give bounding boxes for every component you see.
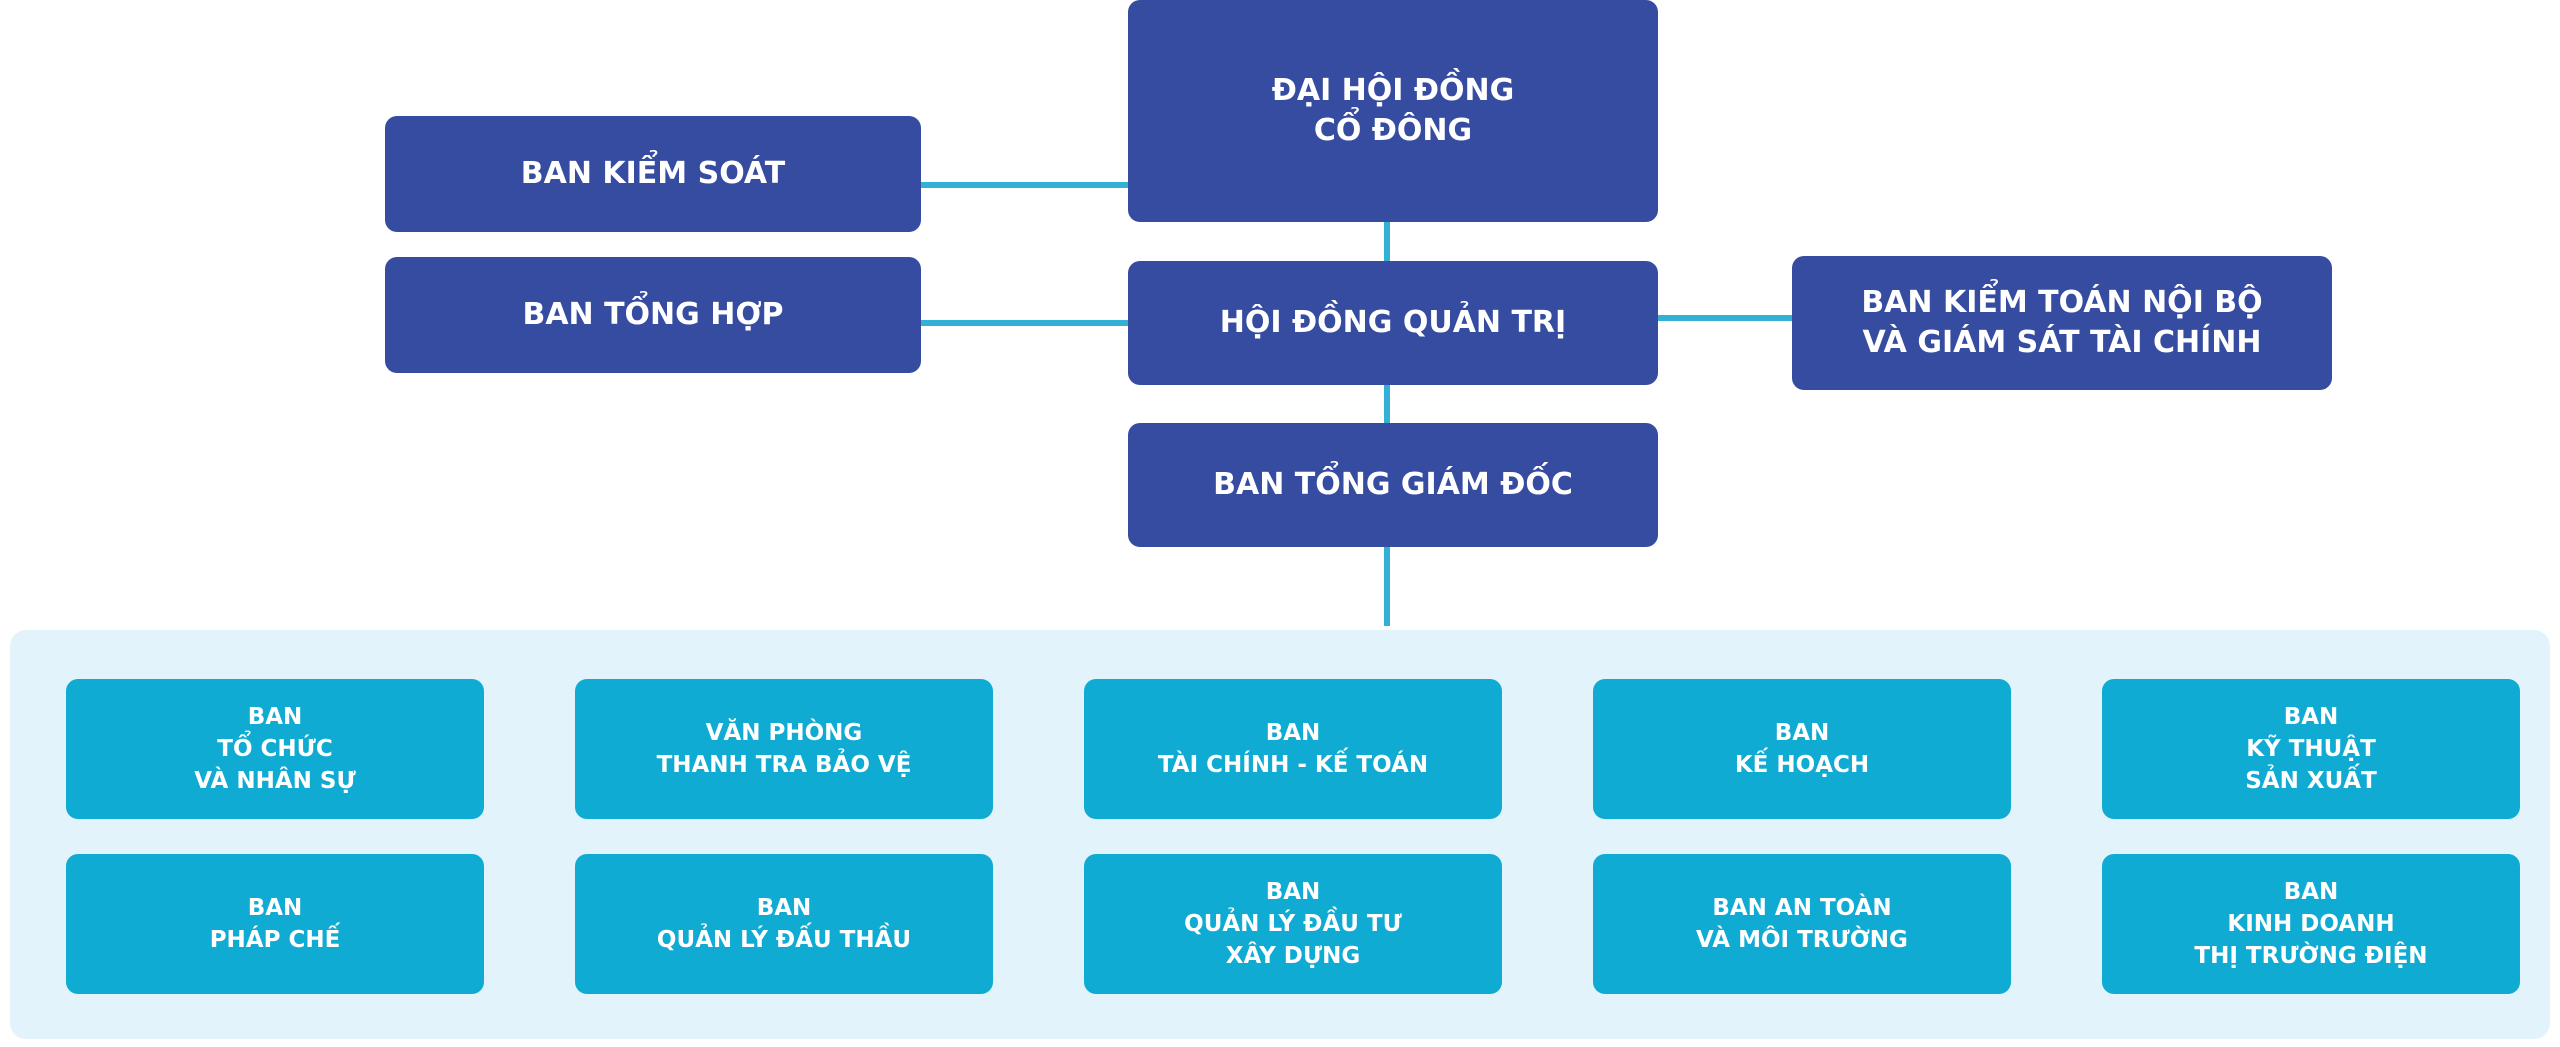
department-box-investment: BAN QUẢN LÝ ĐẦU TƯ XÂY DỰNG [1084,854,1502,994]
department-label: BAN AN TOÀN VÀ MÔI TRƯỜNG [1696,895,1908,953]
department-box-inspection: VĂN PHÒNG THANH TRA BẢO VỆ [575,679,993,819]
department-box-electricity-market: BAN KINH DOANH THỊ TRƯỜNG ĐIỆN [2102,854,2520,994]
department-label: BAN QUẢN LÝ ĐẦU TƯ XÂY DỰNG [1184,879,1402,969]
department-label: BAN KẾ HOẠCH [1734,720,1870,778]
supervisory-board-label: BAN KIỂM SOÁT [520,156,786,191]
general-affairs-label: BAN TỔNG HỢP [522,297,784,332]
department-box-hr: BAN TỔ CHỨC VÀ NHÂN SỰ [66,679,484,819]
department-label: BAN PHÁP CHẾ [209,895,341,953]
general-meeting-box: ĐẠI HỘI ĐỒNG CỔ ĐÔNG [1128,0,1658,222]
department-box-planning: BAN KẾ HOẠCH [1593,679,2011,819]
department-box-bidding: BAN QUẢN LÝ ĐẤU THẦU [575,854,993,994]
general-director-box: BAN TỔNG GIÁM ĐỐC [1128,423,1658,547]
connector-board-to-director [1384,385,1390,423]
department-label: BAN TÀI CHÍNH - KẾ TOÁN [1157,720,1429,778]
general-affairs-box: BAN TỔNG HỢP [385,257,921,373]
department-box-finance: BAN TÀI CHÍNH - KẾ TOÁN [1084,679,1502,819]
department-label: BAN KỸ THUẬT SẢN XUẤT [2245,704,2377,794]
department-box-safety: BAN AN TOÀN VÀ MÔI TRƯỜNG [1593,854,2011,994]
connector-director-to-departments [1384,546,1390,626]
general-director-label: BAN TỔNG GIÁM ĐỐC [1213,467,1573,502]
connector-general-affairs-to-board [920,320,1128,326]
connector-board-to-audit [1658,315,1792,321]
department-box-legal: BAN PHÁP CHẾ [66,854,484,994]
department-label: VĂN PHÒNG THANH TRA BẢO VỆ [656,720,912,778]
general-meeting-label: ĐẠI HỘI ĐỒNG CỔ ĐÔNG [1271,73,1515,148]
department-label: BAN KINH DOANH THỊ TRƯỜNG ĐIỆN [2194,879,2428,969]
board-of-directors-label: HỘI ĐỒNG QUẢN TRỊ [1219,305,1567,340]
department-label: BAN QUẢN LÝ ĐẤU THẦU [656,895,912,953]
internal-audit-box: BAN KIỂM TOÁN NỘI BỘ VÀ GIÁM SÁT TÀI CHÍ… [1792,256,2332,390]
supervisory-board-box: BAN KIỂM SOÁT [385,116,921,232]
internal-audit-label: BAN KIỂM TOÁN NỘI BỘ VÀ GIÁM SÁT TÀI CHÍ… [1861,285,2263,360]
department-box-technical: BAN KỸ THUẬT SẢN XUẤT [2102,679,2520,819]
department-label: BAN TỔ CHỨC VÀ NHÂN SỰ [194,704,356,794]
connector-meeting-to-board [1384,222,1390,262]
connector-supervisory-to-meeting [920,182,1128,188]
board-of-directors-box: HỘI ĐỒNG QUẢN TRỊ [1128,261,1658,385]
